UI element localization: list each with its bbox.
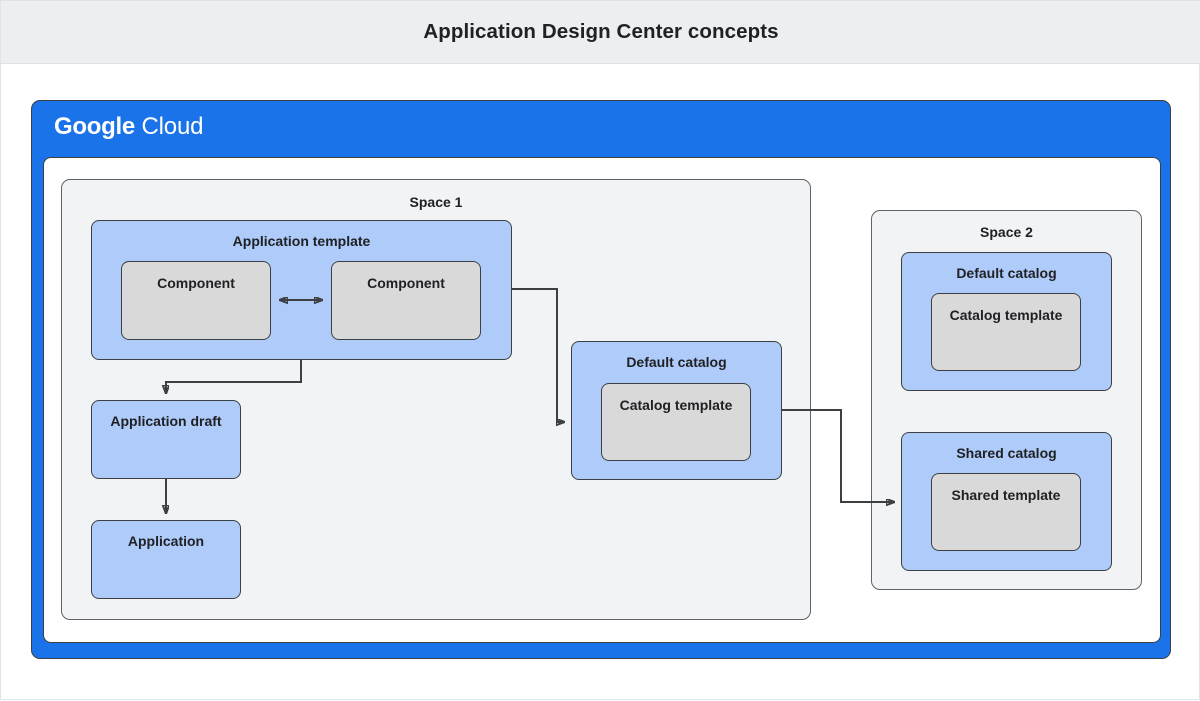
- application-draft-box[interactable]: Application draft: [91, 400, 241, 479]
- shared-template-label: Shared template: [951, 487, 1061, 503]
- application-label: Application: [127, 533, 205, 549]
- page-title: Application Design Center concepts: [423, 20, 779, 43]
- space-2-label: Space 2: [980, 224, 1033, 240]
- component-right-label: Component: [367, 275, 445, 291]
- shared-catalog-label: Shared catalog: [956, 445, 1057, 461]
- default-catalog-space2-label: Default catalog: [956, 265, 1057, 281]
- google-cloud-logo: Google Cloud: [54, 115, 203, 139]
- catalog-template-space1-label: Catalog template: [619, 397, 733, 413]
- component-box-left[interactable]: Component: [121, 261, 271, 340]
- default-catalog-space1-label: Default catalog: [626, 354, 727, 370]
- application-box[interactable]: Application: [91, 520, 241, 599]
- component-left-label: Component: [157, 275, 235, 291]
- application-draft-label: Application draft: [110, 413, 222, 429]
- catalog-template-box-space1[interactable]: Catalog template: [601, 383, 751, 461]
- space-1-label: Space 1: [409, 194, 463, 210]
- application-template-label: Application template: [232, 233, 371, 249]
- shared-template-box[interactable]: Shared template: [931, 473, 1081, 551]
- catalog-template-box-space2[interactable]: Catalog template: [931, 293, 1081, 371]
- cloud-wordmark: Cloud: [141, 113, 204, 140]
- component-box-right[interactable]: Component: [331, 261, 481, 340]
- google-wordmark: Google: [54, 113, 135, 140]
- catalog-template-space2-label: Catalog template: [949, 307, 1063, 323]
- title-bar: Application Design Center concepts: [1, 1, 1200, 64]
